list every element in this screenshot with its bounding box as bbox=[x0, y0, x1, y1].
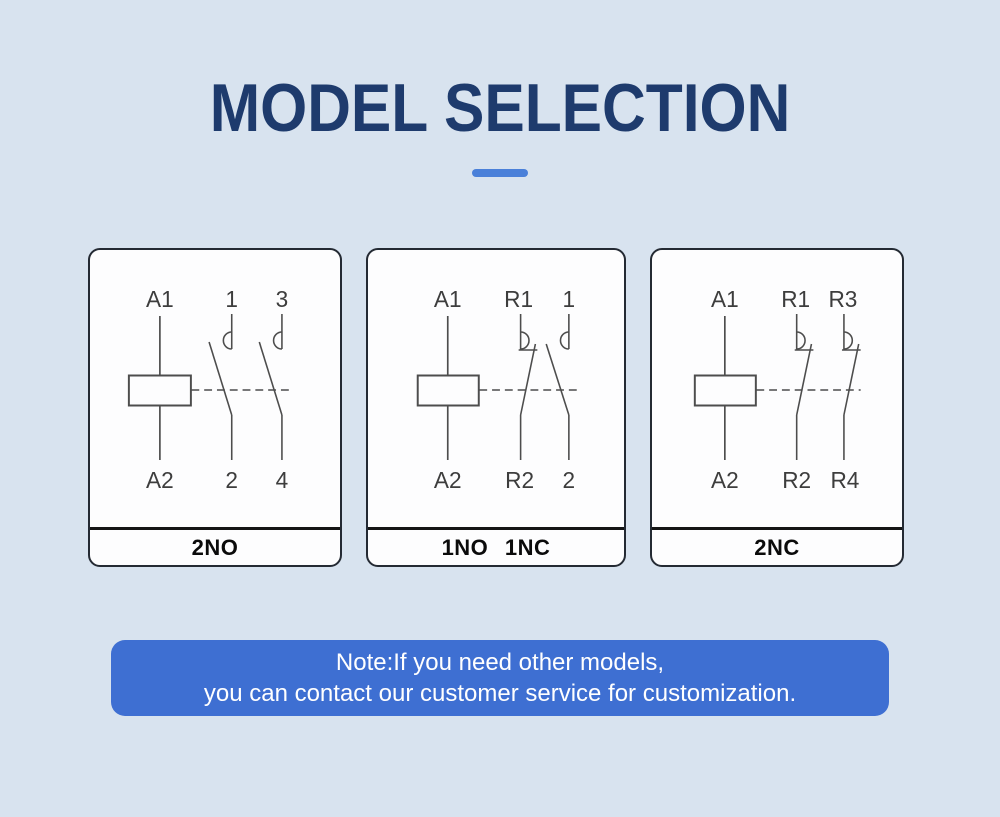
pole-no-2: 3 4 bbox=[258, 286, 289, 493]
fixed-contact-arc bbox=[796, 331, 806, 350]
model-name-2no: 2NO bbox=[191, 534, 239, 560]
pole-nc-2: R3 R4 bbox=[828, 286, 861, 493]
fixed-contact-arc bbox=[559, 331, 569, 350]
fixed-contact-arc bbox=[222, 331, 232, 350]
coil-branch: A1 A2 bbox=[127, 286, 294, 493]
note-line-2: you can contact our customer service for… bbox=[203, 680, 797, 707]
model-card-2no: A1 A2 1 2 bbox=[88, 248, 342, 567]
model-name-2nc: 2NC bbox=[754, 534, 800, 560]
terminal-label: A2 bbox=[146, 467, 174, 493]
coil-branch: A1 A2 bbox=[693, 286, 861, 493]
pole-no-1: 1 2 bbox=[208, 286, 238, 493]
terminal-label: R3 bbox=[828, 286, 857, 312]
moving-contact-arm bbox=[843, 343, 860, 416]
fixed-contact-arc bbox=[520, 331, 530, 350]
terminal-label: A2 bbox=[711, 467, 739, 493]
fixed-contact-arc bbox=[272, 331, 283, 350]
schematic-2no-svg: A1 A2 1 2 bbox=[127, 286, 294, 493]
coil-symbol bbox=[693, 374, 757, 407]
terminal-label: R1 bbox=[504, 286, 533, 312]
schematic-2no: A1 A2 1 2 bbox=[90, 250, 340, 527]
pole-no-1: 1 2 bbox=[545, 286, 576, 493]
note-banner: Note:If you need other models, you can c… bbox=[111, 640, 889, 716]
pole-nc-1: R1 R2 bbox=[781, 286, 814, 493]
terminal-label: R4 bbox=[830, 467, 859, 493]
card-separator bbox=[652, 527, 902, 530]
terminal-label: A1 bbox=[434, 286, 462, 312]
model-card-1no-1nc: A1 A2 R1 R2 bbox=[366, 248, 626, 567]
terminal-label: 1 bbox=[225, 286, 238, 312]
moving-contact-arm bbox=[519, 343, 537, 416]
moving-contact-arm bbox=[545, 343, 570, 416]
model-card-2nc: A1 A2 R1 R2 bbox=[650, 248, 904, 567]
schematic-1no-1nc: A1 A2 R1 R2 bbox=[368, 250, 624, 527]
page-title: MODEL SELECTION bbox=[209, 70, 791, 146]
model-cards-row: A1 A2 1 2 bbox=[88, 248, 904, 567]
terminal-label: 3 bbox=[276, 286, 289, 312]
coil-branch: A1 A2 bbox=[416, 286, 579, 493]
terminal-label: R2 bbox=[782, 467, 811, 493]
terminal-label: 1 bbox=[563, 286, 576, 312]
terminal-label: 2 bbox=[225, 467, 238, 493]
fixed-contact-arc bbox=[843, 331, 853, 350]
moving-contact-arm bbox=[258, 341, 283, 416]
terminal-label: R2 bbox=[505, 467, 534, 493]
terminal-label: 4 bbox=[276, 467, 289, 493]
note-line-1: Note:If you need other models, bbox=[335, 649, 665, 676]
schematic-2nc-svg: A1 A2 R1 R2 bbox=[693, 286, 861, 493]
coil-symbol bbox=[416, 374, 480, 407]
schematic-1no-1nc-svg: A1 A2 R1 R2 bbox=[416, 286, 579, 493]
moving-contact-arm bbox=[795, 343, 813, 416]
terminal-label: A1 bbox=[711, 286, 739, 312]
card-separator bbox=[368, 527, 624, 530]
terminal-label: A2 bbox=[434, 467, 462, 493]
pole-nc-1: R1 R2 bbox=[504, 286, 538, 493]
card-separator bbox=[90, 527, 340, 530]
schematic-2nc: A1 A2 R1 R2 bbox=[652, 250, 902, 527]
terminal-label: 2 bbox=[563, 467, 576, 493]
model-name-1no-1nc: 1NO 1NC bbox=[441, 534, 551, 560]
terminal-label: A1 bbox=[146, 286, 174, 312]
terminal-label: R1 bbox=[781, 286, 810, 312]
coil-symbol bbox=[127, 374, 192, 407]
moving-contact-arm bbox=[208, 341, 233, 416]
title-accent-dash bbox=[472, 169, 528, 177]
